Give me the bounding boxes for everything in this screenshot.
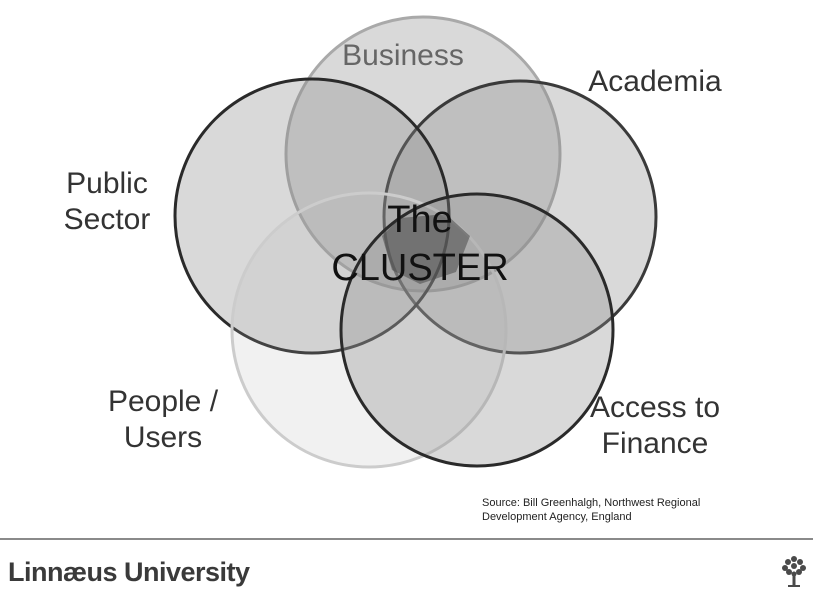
university-name: Linnæus University bbox=[8, 557, 250, 587]
source-note: Source: Bill Greenhalgh, Northwest Regio… bbox=[482, 497, 701, 523]
tree-icon bbox=[782, 556, 806, 587]
label-academia: Academia bbox=[588, 65, 722, 98]
label-the-cluster: The CLUSTER bbox=[331, 199, 509, 289]
label-access-to-finance: Access to Finance bbox=[589, 391, 721, 460]
label-public-sector: Public Sector bbox=[63, 167, 151, 236]
circle-public-sector bbox=[173, 77, 451, 355]
footer-divider bbox=[0, 538, 813, 540]
label-business: Business bbox=[342, 39, 464, 72]
cluster-core-region bbox=[382, 214, 470, 284]
label-people-users: People / Users bbox=[107, 385, 219, 454]
circle-academia bbox=[382, 79, 658, 355]
